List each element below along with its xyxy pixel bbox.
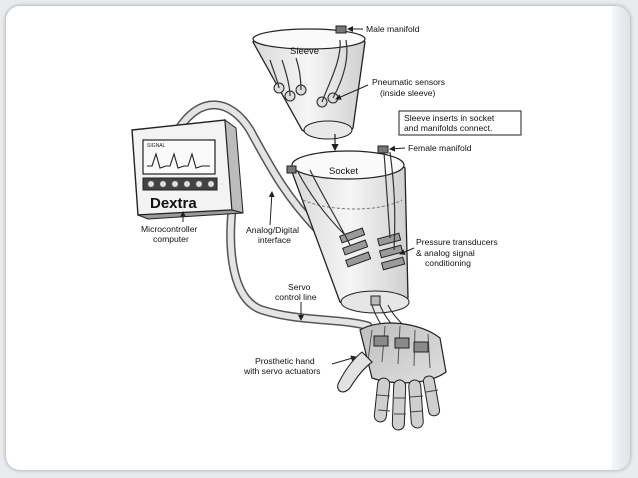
prosthetic-hand xyxy=(337,322,447,431)
pressure-label-3: conditioning xyxy=(425,258,471,268)
microcontroller-device: SIGNAL Dextra xyxy=(131,118,244,220)
note-box xyxy=(398,110,522,136)
pneumatic-sensors-label-1: Pneumatic sensors xyxy=(372,77,445,87)
microcontroller-label-1: Microcontroller xyxy=(141,224,197,234)
female-manifold-label: Female manifold xyxy=(408,143,472,153)
socket-label: Socket xyxy=(329,166,358,177)
analog-label-1: Analog/Digital xyxy=(246,225,299,235)
sleeve-label: Sleeve xyxy=(290,46,319,57)
device-knob xyxy=(148,181,154,187)
analog-pointer xyxy=(268,191,275,226)
note-line-2: and manifolds connect. xyxy=(404,123,492,133)
socket xyxy=(286,145,410,314)
signal-waveform xyxy=(147,152,210,169)
servo-label-1: Servo xyxy=(288,282,311,292)
servo-label-2: control line xyxy=(275,292,317,302)
pneumatic-pointer xyxy=(335,84,369,100)
slide-edge xyxy=(612,6,630,470)
female-manifold-block xyxy=(377,145,389,154)
hand-label-2: with servo actuators xyxy=(243,366,320,376)
fingers xyxy=(373,375,441,431)
pneumatic-sensors-label-2: (inside sleeve) xyxy=(380,88,436,98)
thumb xyxy=(337,351,373,393)
note-line-1: Sleeve inserts in socket xyxy=(404,113,495,123)
hand-pointer xyxy=(331,355,357,365)
hand-label-1: Prosthetic hand xyxy=(255,356,315,366)
microcontroller-label-2: computer xyxy=(153,234,189,244)
male-manifold-block xyxy=(335,25,347,34)
device-brand: Dextra xyxy=(150,195,197,212)
screen-label: SIGNAL xyxy=(147,143,166,149)
female-manifold-pointer xyxy=(389,145,406,152)
pressure-pointer xyxy=(399,247,415,255)
analog-label-2: interface xyxy=(258,235,291,245)
male-manifold-label: Male manifold xyxy=(366,24,420,34)
sleeve xyxy=(252,25,366,140)
pressure-label-1: Pressure transducers xyxy=(416,237,498,247)
pressure-label-2: & analog signal xyxy=(416,248,475,258)
